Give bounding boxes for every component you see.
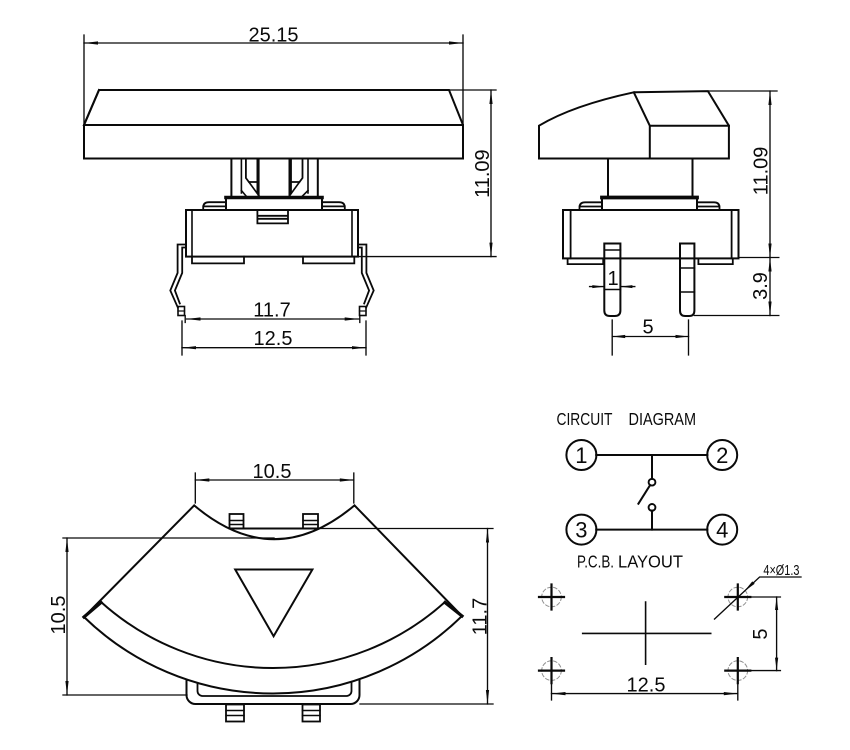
svg-text:CIRCUIT: CIRCUIT (557, 409, 613, 429)
svg-text:11.7: 11.7 (253, 300, 290, 322)
svg-text:DIAGRAM: DIAGRAM (629, 409, 697, 429)
svg-text:1: 1 (575, 443, 587, 468)
svg-text:P.C.B.: P.C.B. (577, 552, 614, 572)
svg-text:2: 2 (716, 443, 728, 468)
svg-text:25.15: 25.15 (248, 25, 298, 47)
svg-text:12.5: 12.5 (627, 675, 666, 697)
svg-text:12.5: 12.5 (254, 328, 293, 350)
svg-text:3: 3 (575, 518, 587, 543)
svg-text:4: 4 (716, 518, 728, 543)
svg-text:10.5: 10.5 (253, 461, 292, 483)
svg-text:3.9: 3.9 (750, 272, 772, 300)
svg-text:11.7: 11.7 (470, 598, 492, 635)
svg-text:1: 1 (607, 268, 618, 290)
svg-text:10.5: 10.5 (48, 596, 70, 635)
svg-text:4×Ø1.3: 4×Ø1.3 (763, 563, 799, 579)
svg-text:11.09: 11.09 (472, 149, 494, 198)
svg-text:5: 5 (750, 628, 772, 639)
svg-text:LAYOUT: LAYOUT (618, 552, 683, 572)
svg-text:5: 5 (642, 317, 653, 339)
svg-text:11.09: 11.09 (751, 147, 773, 196)
